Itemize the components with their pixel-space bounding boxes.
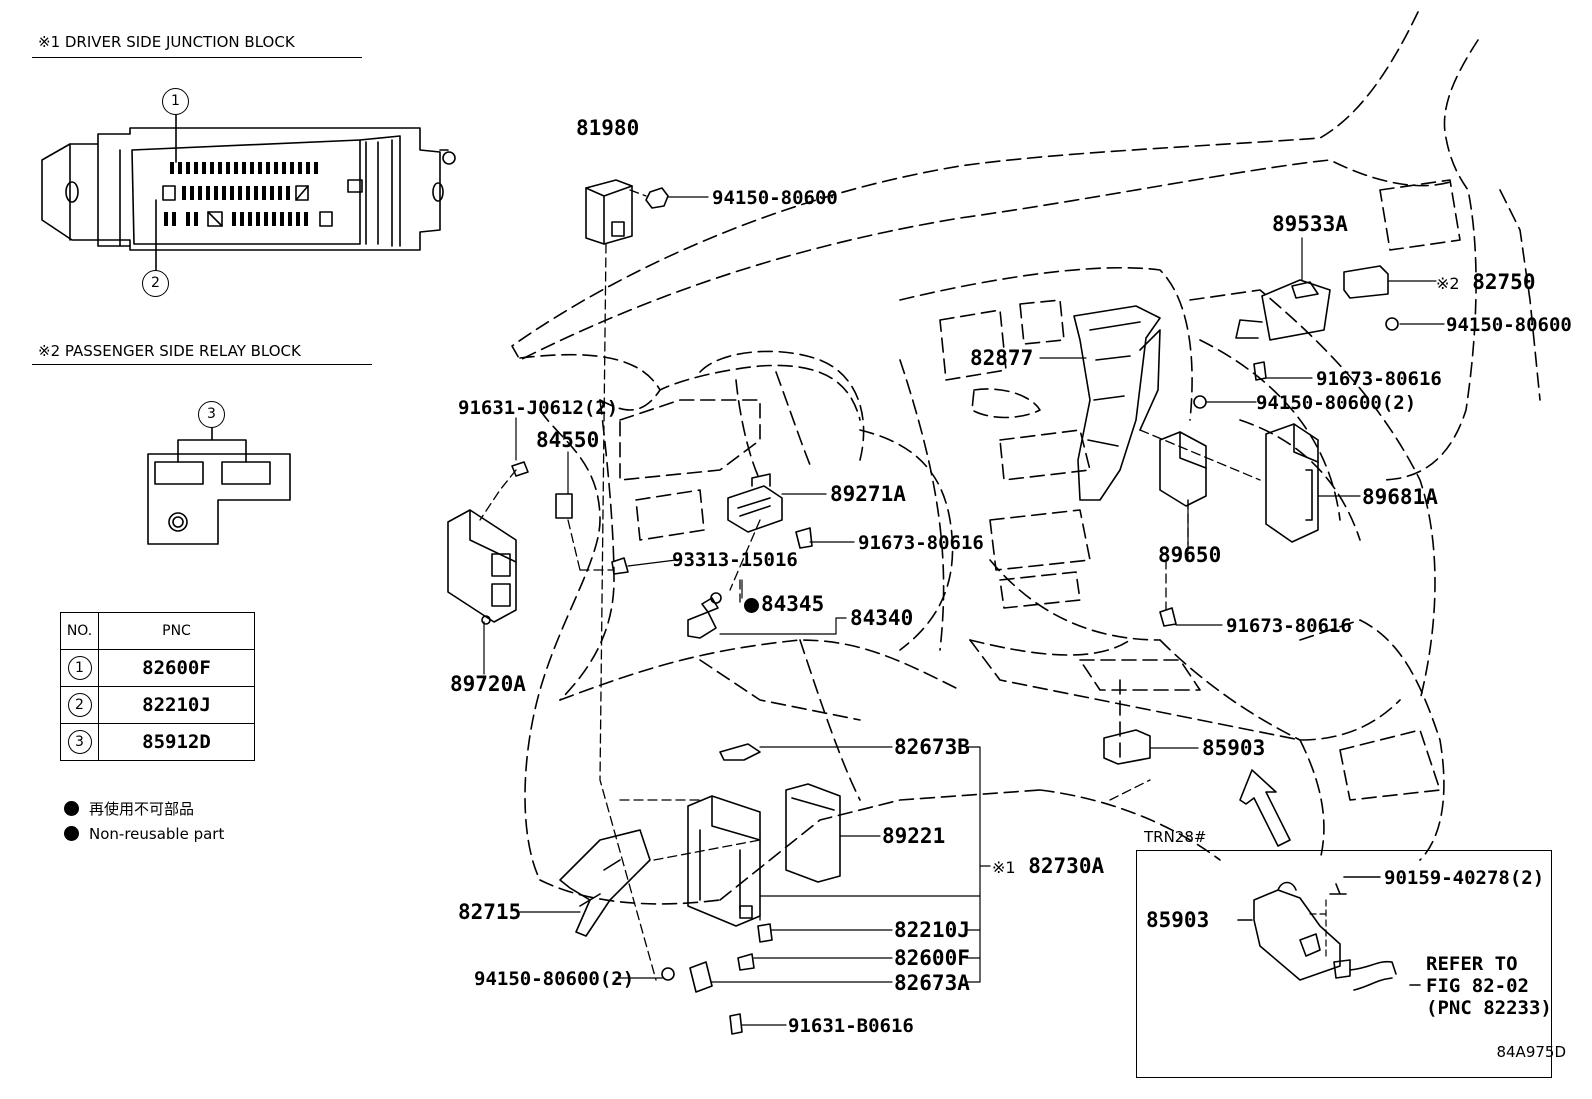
label-94150-80600-a: 94150-80600: [712, 187, 838, 209]
section2-underline: [32, 364, 372, 365]
label-84340: 84340: [850, 606, 914, 630]
label-84550: 84550: [536, 428, 600, 452]
non-reusable-dot-icon: [744, 598, 759, 613]
inset-title: TRN28#: [1144, 828, 1207, 846]
inset-box: [1136, 850, 1552, 1078]
label-89650: 89650: [1158, 543, 1222, 567]
label-89221: 89221: [882, 824, 946, 848]
label-82750-mark: ※2: [1436, 274, 1460, 293]
callout-1: 1: [162, 88, 189, 115]
table-row: 2 82210J: [60, 686, 255, 724]
inset-refer-line1: REFER TO: [1426, 953, 1518, 975]
row-number: 1: [67, 656, 92, 680]
section2-title: ※2 PASSENGER SIDE RELAY BLOCK: [38, 342, 301, 360]
label-94150-80600-2-b: 94150-80600(2): [474, 968, 635, 990]
inset-label-85903: 85903: [1146, 908, 1210, 932]
row-pnc: 82210J: [98, 686, 255, 724]
label-91673-80616-c: 91673-80616: [1226, 615, 1352, 637]
legend-jp-text: 再使用不可部品: [89, 800, 195, 818]
label-89681A: 89681A: [1362, 485, 1438, 509]
label-89720A: 89720A: [450, 672, 526, 696]
label-82730A: ※1 82730A: [992, 855, 1104, 879]
pnc-table: NO. PNC 1 82600F 2 82210J 3 85912D: [60, 612, 255, 761]
label-82750-text: 82750: [1472, 270, 1536, 294]
label-82730A-mark: ※1: [992, 858, 1016, 877]
inset-drawing: [1237, 876, 1421, 991]
row-number: 3: [67, 730, 92, 754]
component-parts: [447, 179, 1399, 1035]
row-pnc: 82600F: [98, 649, 255, 687]
label-82877: 82877: [970, 346, 1034, 370]
label-91673-80616-a: 91673-80616: [858, 532, 984, 554]
table-row: 3 85912D: [60, 723, 255, 761]
section1-title: ※1 DRIVER SIDE JUNCTION BLOCK: [38, 33, 295, 51]
row-pnc: 85912D: [98, 723, 255, 761]
label-91631-B0616: 91631-B0616: [788, 1015, 914, 1037]
table-row: 1 82600F: [60, 649, 255, 687]
leader-lines: [483, 196, 1445, 1026]
label-82730A-text: 82730A: [1028, 854, 1105, 878]
label-82673B: 82673B: [894, 735, 970, 759]
inset-refer-line3: (PNC 82233): [1426, 997, 1552, 1019]
label-91631-J0612: 91631-J0612(2): [458, 397, 619, 419]
label-91673-80616-b: 91673-80616: [1316, 368, 1442, 390]
dashboard-outline: [511, 11, 1541, 905]
label-82210J: 82210J: [894, 918, 970, 942]
label-89533A: 89533A: [1272, 212, 1348, 236]
table-header-pnc: PNC: [98, 612, 255, 650]
callout-3: 3: [198, 401, 225, 428]
label-94150-80600-b: 94150-80600: [1446, 314, 1572, 336]
relay-block-drawing: [147, 427, 291, 545]
label-82750: ※2 82750: [1436, 271, 1535, 295]
inset-label-90159: 90159-40278(2): [1384, 867, 1545, 889]
section1-underline: [32, 57, 362, 58]
label-82600F: 82600F: [894, 946, 970, 970]
inset-refer-line2: FIG 82-02: [1426, 975, 1529, 997]
non-reusable-dot-icon: [64, 826, 79, 841]
label-84345-text: 84345: [761, 592, 825, 616]
legend-en-text: Non-reusable part: [89, 825, 225, 843]
label-94150-80600-2-a: 94150-80600(2): [1256, 392, 1417, 414]
callout-2: 2: [142, 270, 169, 297]
junction-block-drawing: [41, 111, 456, 271]
legend-en: Non-reusable part: [64, 824, 224, 844]
table-header-no: NO.: [60, 612, 99, 650]
label-93313-15016: 93313-15016: [672, 549, 798, 571]
non-reusable-dot-icon: [64, 801, 79, 816]
label-89271A: 89271A: [830, 482, 906, 506]
label-85903-a: 85903: [1202, 736, 1266, 760]
label-81980: 81980: [576, 116, 640, 140]
row-number: 2: [67, 693, 92, 717]
figure-code: 84A975D: [1496, 1043, 1566, 1061]
legend-jp: 再使用不可部品: [64, 799, 194, 819]
label-82715: 82715: [458, 900, 522, 924]
label-84345: 84345: [744, 593, 824, 615]
label-82673A: 82673A: [894, 971, 970, 995]
